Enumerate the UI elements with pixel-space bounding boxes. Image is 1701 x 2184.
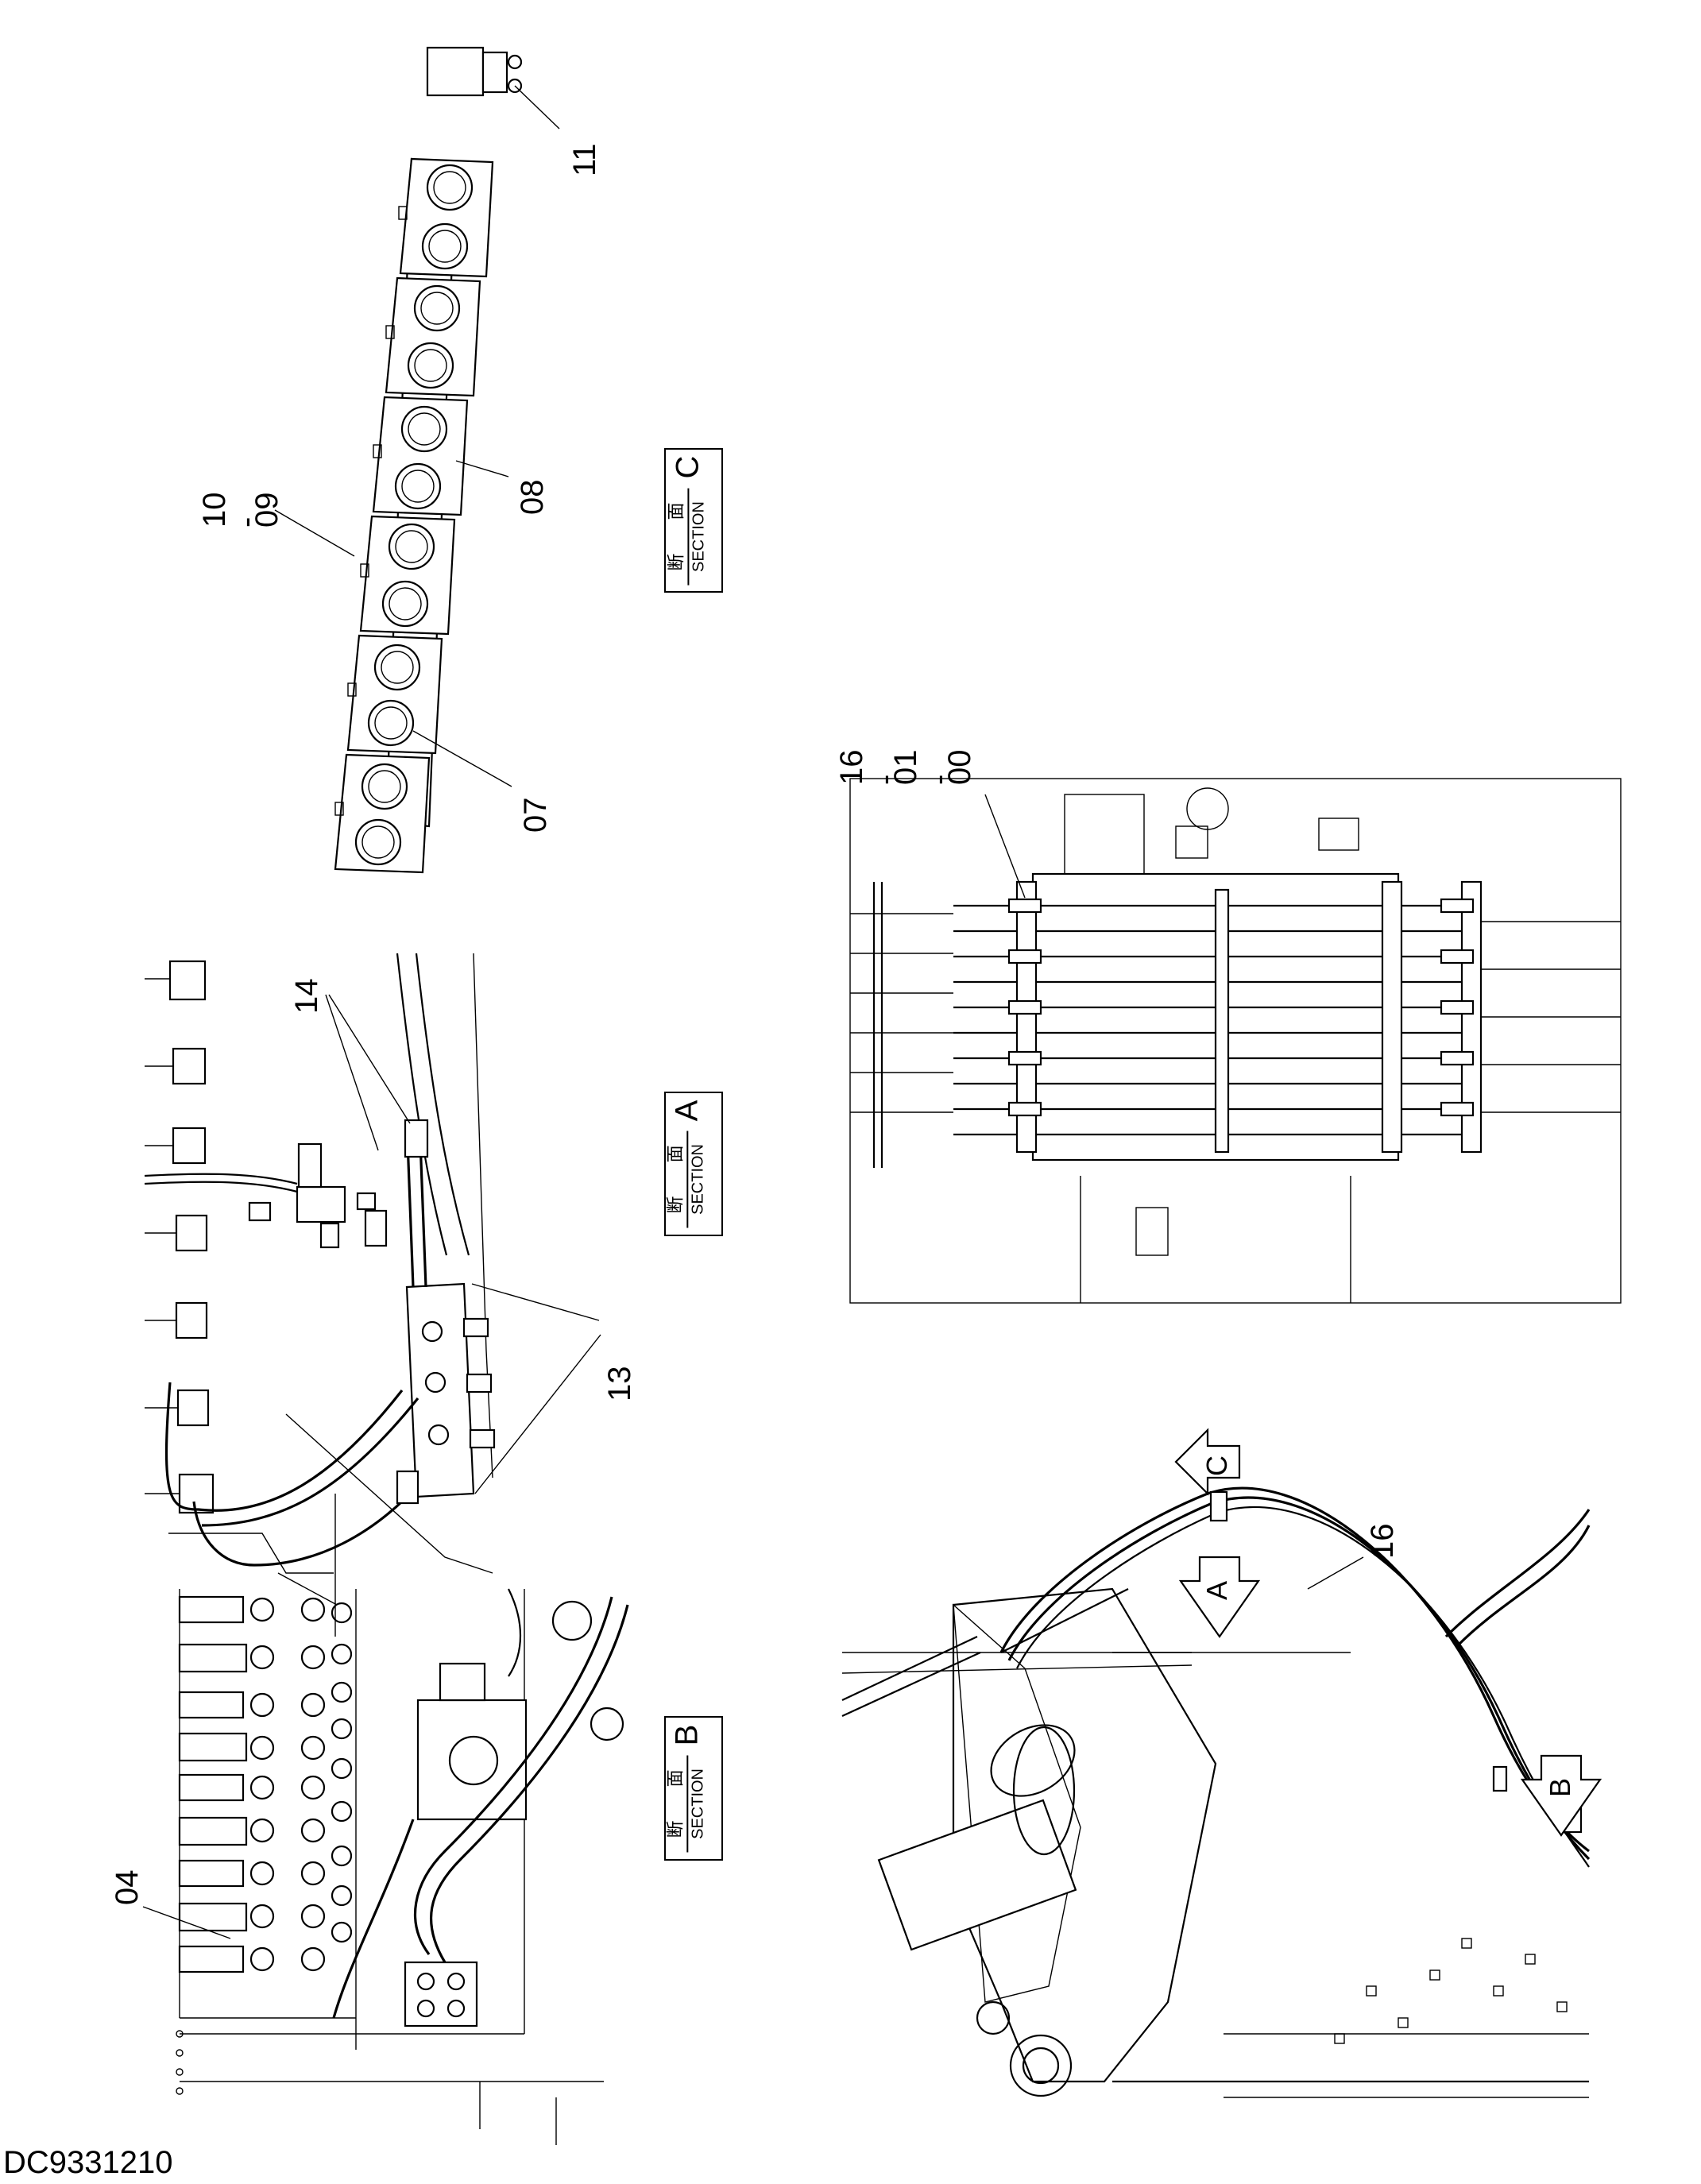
callout-14: 14 — [289, 978, 324, 1015]
section-b-label: 断 面 SECTION B — [664, 1716, 723, 1861]
callout-04: 04 — [110, 1869, 145, 1906]
section-b-drawing — [142, 1588, 629, 2145]
section-c-kanji: 断 面 — [666, 488, 690, 586]
section-c-drawing — [274, 46, 560, 874]
view-arrow-c-label: C — [1200, 1455, 1233, 1476]
drawing-number: DC9331210 — [3, 2145, 173, 2180]
section-a-drawing — [144, 953, 601, 1637]
callout-01: 01 — [888, 749, 923, 786]
section-a-word: SECTION — [689, 1143, 707, 1215]
callout-10: 10 — [197, 492, 232, 528]
callout-16-main: 16 — [1365, 1523, 1400, 1560]
section-a-letter: A — [669, 1100, 705, 1122]
callout-00: 00 — [942, 749, 977, 786]
section-b-word: SECTION — [689, 1768, 707, 1839]
view-arrow-a-label: A — [1200, 1580, 1233, 1600]
main-view-drawing — [841, 1428, 1602, 2098]
view-arrow-b-label: B — [1544, 1777, 1576, 1797]
section-c-label: 断 面 SECTION C — [664, 448, 723, 593]
section-a-kanji: 断 面 — [665, 1131, 689, 1228]
callout-16-stack: 16 — [834, 749, 869, 786]
callout-11: 11 — [567, 143, 602, 176]
section-b-letter: B — [669, 1724, 705, 1746]
callout-08: 08 — [515, 479, 550, 516]
top-view-drawing — [849, 778, 1622, 1304]
callout-07: 07 — [518, 797, 553, 833]
section-c-letter: C — [670, 455, 706, 479]
callout-09: 09 — [249, 492, 284, 528]
section-b-kanji: 断 面 — [665, 1755, 689, 1853]
section-a-label: 断 面 SECTION A — [664, 1092, 723, 1236]
section-c-word: SECTION — [690, 501, 708, 572]
callout-13: 13 — [602, 1366, 637, 1402]
